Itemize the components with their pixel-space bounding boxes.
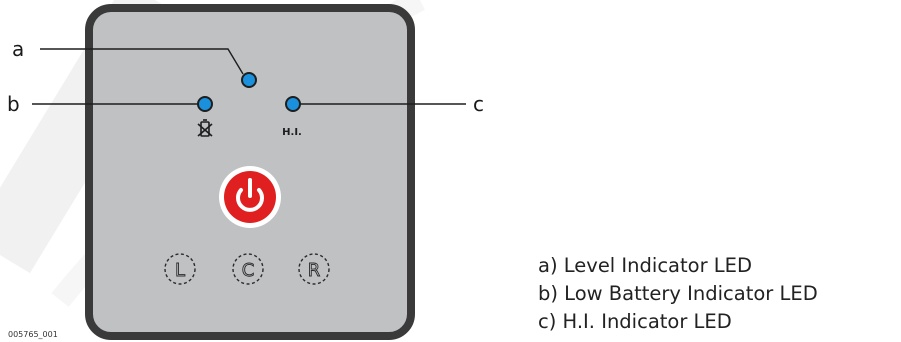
legend-item-a: a) Level Indicator LED	[538, 254, 752, 277]
right-button[interactable]: R	[298, 253, 330, 285]
callout-a: a	[12, 37, 24, 61]
callout-line-a	[40, 48, 244, 75]
power-icon	[236, 178, 264, 212]
callout-b: b	[7, 92, 20, 116]
legend-item-b: b) Low Battery Indicator LED	[538, 282, 818, 305]
figure-code: 005765_001	[8, 330, 58, 339]
legend-item-c: c) H.I. Indicator LED	[538, 310, 732, 333]
center-button-label: C	[242, 260, 255, 281]
left-button-label: L	[175, 260, 185, 281]
center-button[interactable]: C	[232, 253, 264, 285]
hi-indicator-led	[285, 96, 301, 112]
right-button-label: R	[308, 260, 321, 281]
power-button[interactable]	[219, 166, 281, 228]
low-battery-led	[197, 96, 213, 112]
left-button[interactable]: L	[164, 253, 196, 285]
legend: a) Level Indicator LED b) Low Battery In…	[538, 252, 818, 336]
callout-c: c	[473, 92, 484, 116]
crossed-battery-icon	[197, 119, 213, 137]
level-indicator-led	[241, 72, 257, 88]
hi-label: H.I.	[282, 127, 302, 138]
